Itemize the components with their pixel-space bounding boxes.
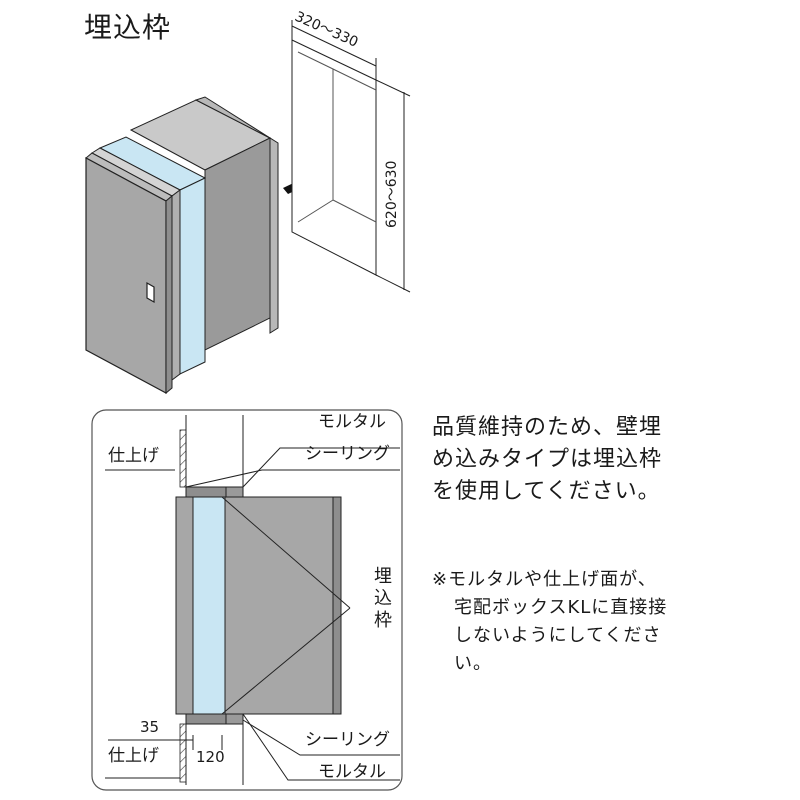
quality-note-line: を使用してください。 (432, 479, 661, 504)
mortar-label-bottom: モルタル (318, 762, 386, 782)
wall-opening (291, 20, 411, 293)
glass-section (192, 496, 226, 715)
frame-label: 埋込枠 (374, 566, 392, 631)
finish-label-top: 仕上げ (108, 446, 159, 466)
caution-line: 宅配ボックスKLに直接接 (454, 597, 668, 618)
caution-line: い。 (454, 653, 492, 674)
box-3d-illustration (85, 96, 279, 395)
caution-line: しないようにしてくださ (454, 625, 662, 646)
dimension-35: 35 (140, 718, 160, 736)
sealing-label-bottom: シーリング (305, 730, 390, 750)
quality-note-line: 品質維持のため、壁埋 (432, 415, 663, 440)
page-title: 埋込枠 (84, 11, 172, 44)
sealing-label-top: シーリング (305, 444, 390, 464)
door-handle (146, 281, 155, 304)
quality-note-line: め込みタイプは埋込枠 (432, 447, 663, 472)
finish-hatch-top (179, 429, 187, 488)
mortar-label-top: モルタル (318, 412, 386, 432)
caution-note: ※モルタルや仕上げ面が、 宅配ボックスKLに直接接 しないようにしてくださ い。 (432, 566, 667, 678)
height-dimension-label: 620～630 (384, 160, 400, 228)
caution-line: ※モルタルや仕上げ面が、 (432, 569, 657, 590)
dimension-120: 120 (196, 748, 225, 766)
finish-hatch-bottom (179, 723, 187, 783)
quality-note: 品質維持のため、壁埋 め込みタイプは埋込枠 を使用してください。 (432, 412, 662, 508)
finish-label-bottom: 仕上げ (108, 746, 159, 766)
section-panel-border (91, 409, 403, 791)
